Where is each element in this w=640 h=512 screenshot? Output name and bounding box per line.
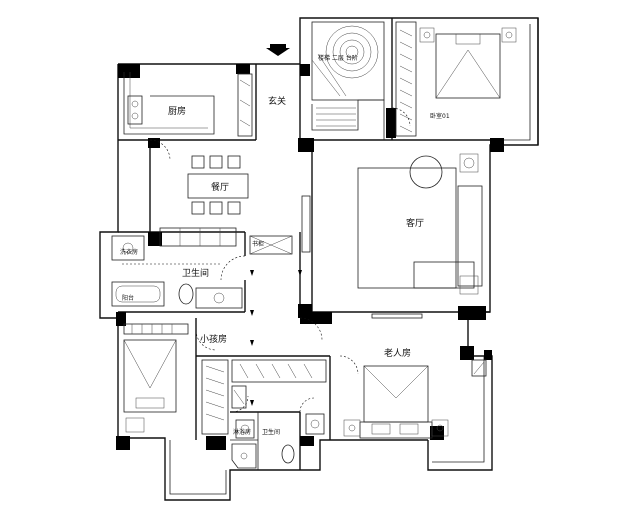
living-furniture bbox=[249, 153, 483, 295]
small-bedroom-label: 小孩房 bbox=[200, 333, 227, 345]
dining-table bbox=[159, 155, 249, 247]
room-labels: 厨房 玄关 餐厅 客厅 卧室01 老人房 小孩房 卫生间 卫生间 淋浴房 洗衣房… bbox=[120, 54, 450, 436]
kitchen-fixtures bbox=[123, 72, 253, 137]
entrance-label: 玄关 bbox=[268, 95, 286, 107]
entrance-arrow bbox=[266, 44, 290, 56]
bathroom2-fixtures bbox=[231, 413, 325, 469]
stair-note-label: 楼梯 二层 台阶 bbox=[318, 54, 358, 62]
corridor-arrows bbox=[250, 270, 302, 406]
columns bbox=[116, 64, 504, 450]
dining-label: 餐厅 bbox=[211, 181, 229, 193]
door-swings bbox=[149, 107, 411, 413]
stair-area bbox=[311, 21, 385, 140]
corridor-wardrobes bbox=[201, 359, 327, 435]
interior-walls bbox=[118, 18, 490, 470]
kitchen-label: 厨房 bbox=[168, 105, 186, 117]
outer-walls bbox=[99, 17, 539, 501]
bathroom-main-label: 卫生间 bbox=[182, 267, 209, 279]
bathroom-main-fixtures bbox=[111, 235, 243, 309]
laundry-label: 洗衣房 bbox=[120, 248, 138, 256]
bedroom01-bed bbox=[419, 27, 517, 99]
small-bedroom-furniture bbox=[123, 323, 189, 433]
bedroom01-wardrobe bbox=[395, 21, 417, 137]
shower-room-label: 淋浴房 bbox=[233, 428, 251, 436]
living-label: 客厅 bbox=[406, 217, 424, 229]
elder-bedroom-label: 老人房 bbox=[384, 347, 411, 359]
bedroom01-label: 卧室01 bbox=[430, 112, 450, 120]
elder-bedroom-furniture bbox=[343, 313, 487, 439]
corridor-cabinet-label: 书柜 bbox=[252, 240, 264, 248]
bathroom2-label: 卫生间 bbox=[262, 428, 280, 436]
bathtub-label: 阳台 bbox=[122, 294, 134, 302]
